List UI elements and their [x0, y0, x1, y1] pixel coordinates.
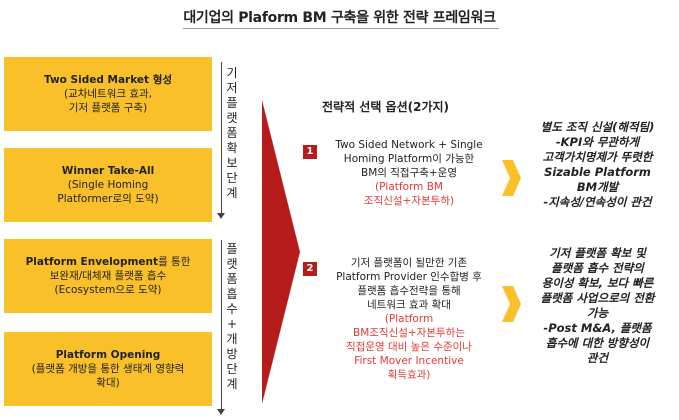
result-line: Sizable Platform — [544, 165, 651, 179]
result-line: 가능 — [586, 306, 609, 320]
phase-arrow-head — [217, 213, 225, 219]
phase-char: 단 — [226, 171, 238, 185]
result-line: -Post M&A, 플랫폼 — [543, 321, 652, 335]
option-highlight-line: BM조직신설+자본투하는 — [352, 327, 465, 339]
box-platform-opening: Platform Opening (플랫폼 개방을 통한 생태계 영향력 확대) — [4, 332, 212, 406]
phase-arrow-head — [217, 409, 225, 415]
box-two-sided-market: Two Sided Market 형성 (교차네트워크 효과, 기저 플랫폼 구… — [4, 57, 212, 131]
phase-char: 기 — [226, 66, 238, 80]
result-line: BM개발 — [576, 180, 619, 194]
result-line: -지속성/연속성이 관건 — [543, 195, 652, 209]
title-underline — [183, 28, 499, 29]
option-line: 네트워크 효과 확대 — [367, 299, 451, 311]
page-title: 대기업의 Plaform BM 구축을 위한 전략 프레임워크 — [183, 10, 496, 26]
option-highlight-line: First Mover Incentive — [354, 355, 464, 367]
box-line: (Single Homing — [67, 179, 149, 191]
phase-char: 방 — [226, 347, 238, 361]
box-line: (플랫폼 개방을 통한 생태계 영향력 — [31, 363, 185, 375]
phase-char: 개 — [226, 332, 238, 346]
option-line: 플랫폼 흡수전략을 통해 — [357, 285, 461, 297]
phase-arrow-line — [221, 240, 222, 410]
result-line: 고객가치명제가 뚜렷한 — [542, 150, 653, 164]
phase-char: 폼 — [226, 126, 238, 140]
box-line: (교차네트워크 효과, — [63, 88, 153, 100]
phase-char: 수 — [226, 302, 238, 316]
result-line: 흡수에 대한 방향성이 — [545, 336, 650, 350]
option-highlight-line: (Platform BM — [375, 181, 443, 193]
result-line: 별도 조직 신설(해적팀) — [540, 120, 655, 134]
option-highlight-line: 조직신설+자본투하) — [363, 195, 455, 207]
box-heading: Winner Take-All — [61, 165, 155, 177]
phase-char: 흡 — [226, 287, 238, 301]
result-line: 관건 — [586, 351, 609, 365]
box-line: (Ecosystem으로 도약) — [54, 284, 162, 296]
option-highlight-line: 획득효과) — [387, 369, 431, 381]
box-line: 보완재/대체재 플랫폼 흡수 — [49, 270, 167, 282]
box-heading: Platform Opening — [55, 349, 161, 361]
box-winner-take-all: Winner Take-All (Single Homing Platforme… — [4, 148, 212, 222]
result-2: 기저 플랫폼 확보 및 플랫폼 흡수 전략의 용이성 확보, 보다 빠른 플랫폼… — [520, 246, 675, 366]
phase-char: 계 — [226, 377, 238, 391]
option-highlight-line: (Platform — [384, 313, 434, 325]
phase-char: 단 — [226, 362, 238, 376]
box-heading: Platform Envelopment — [25, 256, 159, 268]
phase-char: 랫 — [226, 111, 238, 125]
option-line: Two Sided Network + Single — [335, 139, 483, 151]
phase-char: 랫 — [226, 257, 238, 271]
option-number-badge: 2 — [303, 262, 317, 276]
option-line: 기저 플랫폼이 될만한 기존 — [350, 257, 468, 269]
option-number-badge: 1 — [303, 145, 317, 159]
chevron-arrow-2 — [502, 286, 521, 322]
option-highlight-line: 직접운영 대비 높은 수준이나 — [346, 341, 472, 353]
phase-char: 보 — [226, 156, 238, 170]
box-heading-suffix: 형성 — [149, 74, 173, 86]
red-triangle-arrow — [262, 100, 300, 404]
option-line: Homing Platform이 가능한 — [343, 153, 475, 165]
box-heading: Two Sided Market — [43, 74, 150, 86]
result-line: -KPI와 무관하게 — [555, 135, 640, 149]
result-line: 플랫폼 사업으로의 전환 — [540, 291, 655, 305]
phase-arrow-line — [221, 62, 222, 214]
phase-char: 플 — [226, 96, 238, 110]
box-heading-suffix: 를 통한 — [158, 256, 191, 268]
option-1-text: Two Sided Network + Single Homing Platfo… — [322, 138, 496, 208]
box-platform-envelopment: Platform Envelopment를 통한 보완재/대체재 플랫폼 흡수 … — [4, 239, 212, 313]
phase-char: 플 — [226, 242, 238, 256]
option-line: BM의 직접구축+운영 — [360, 167, 458, 179]
result-1: 별도 조직 신설(해적팀) -KPI와 무관하게 고객가치명제가 뚜렷한 Siz… — [520, 120, 675, 210]
options-title: 전략적 선택 옵션(2가지) — [322, 100, 450, 114]
phase-char: 계 — [226, 186, 238, 200]
result-line: 용이성 확보, 보다 빠른 — [541, 276, 654, 290]
box-line: Platformer로의 도약) — [57, 193, 159, 205]
chevron-arrow-1 — [502, 160, 521, 196]
phase-char: 확 — [226, 141, 238, 155]
box-line: 확대) — [96, 377, 120, 389]
result-line: 기저 플랫폼 확보 및 — [549, 246, 646, 260]
box-line: 기저 플랫폼 구축) — [68, 102, 148, 114]
phase-char: 폼 — [226, 272, 238, 286]
option-2-text: 기저 플랫폼이 될만한 기존 Platform Provider 인수합병 후 … — [322, 256, 496, 382]
option-line: Platform Provider 인수합병 후 — [336, 271, 482, 283]
phase-char: + — [226, 317, 238, 331]
result-line: 플랫폼 흡수 전략의 — [551, 261, 644, 275]
phase-char: 저 — [226, 81, 238, 95]
